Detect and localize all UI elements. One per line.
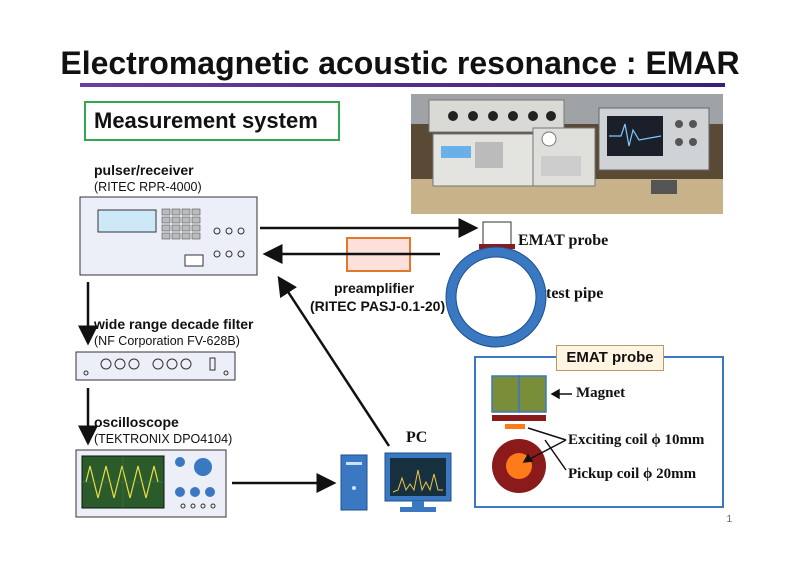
title-underline <box>80 83 725 87</box>
pc-device <box>340 452 452 512</box>
arrow-pc-to-pulser <box>277 275 391 447</box>
probe-detail-title: EMAT probe <box>556 345 664 371</box>
test-pipe-ring <box>446 247 546 347</box>
filter-device <box>75 351 236 381</box>
emat-coil-strip <box>479 244 515 249</box>
scope-model: (TEKTRONIX DPO4104) <box>94 432 233 446</box>
pulser-model: (RITEC RPR-4000) <box>94 180 202 194</box>
emat-probe-label: EMAT probe <box>518 232 609 249</box>
test-pipe-outer <box>445 246 547 348</box>
exciting-coil-label: Exciting coil ϕ 10mm <box>568 432 705 448</box>
pulser-name: pulser/receiver <box>94 162 194 178</box>
test-pipe-inner <box>455 256 537 338</box>
oscilloscope-device <box>75 449 227 518</box>
filter-model: (NF Corporation FV-628B) <box>94 334 240 348</box>
filter-name: wide range decade filter <box>94 316 254 332</box>
pc-label: PC <box>406 429 428 446</box>
pickup-coil-label: Pickup coil ϕ 20mm <box>568 466 697 482</box>
preamp-name: preamplifier <box>334 280 415 296</box>
scope-name: oscilloscope <box>94 414 179 430</box>
page-title: Electromagnetic acoustic resonance : EMA… <box>60 45 740 81</box>
emat-probe-block <box>482 221 512 247</box>
pulser-receiver-device <box>79 196 258 276</box>
section-label: Measurement system <box>84 101 340 141</box>
page-number: 1 <box>726 514 732 525</box>
magnet-label: Magnet <box>576 385 626 401</box>
preamp-model: (RITEC PASJ-0.1-20) <box>310 298 446 314</box>
equipment-photo <box>411 94 723 214</box>
test-pipe-label: test pipe <box>546 285 604 302</box>
